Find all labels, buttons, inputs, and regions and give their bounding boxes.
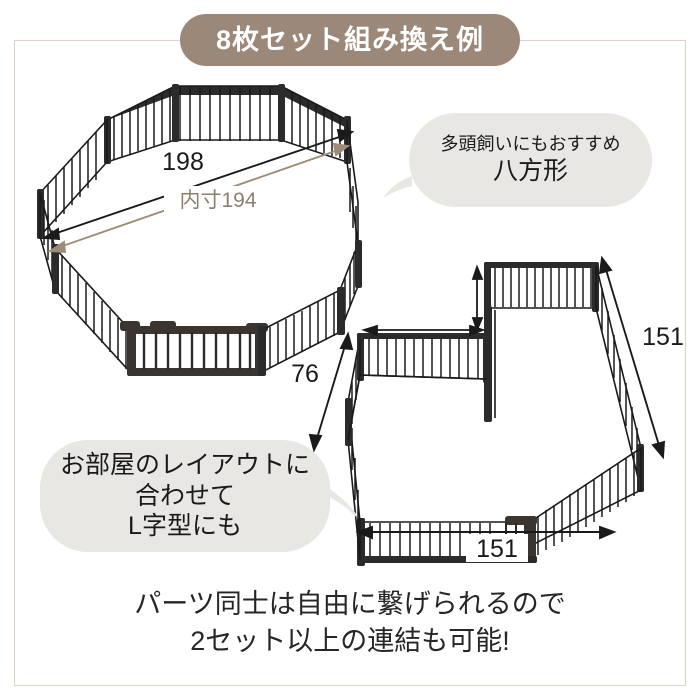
- footer-caption-line1: パーツ同士は自由に繋げられるので: [134, 589, 566, 619]
- dimension-label-151-bottom: 151: [476, 535, 518, 563]
- dimension-label-76: 76: [291, 360, 319, 388]
- dimension-label-inner-194: 内寸194: [179, 189, 256, 212]
- callout-octagon-line1: 多頭飼いにもおすすめ: [440, 134, 621, 155]
- bubble-tail-octagon: [383, 176, 412, 198]
- octagon-pen-drawing: 198 内寸194: [37, 84, 362, 376]
- callout-lshape-line1: お部屋のレイアウトに: [59, 451, 310, 480]
- notch-dimension-arrows: [361, 264, 486, 337]
- dimension-label-151-right: 151: [642, 323, 684, 351]
- footer-caption: パーツ同士は自由に繋げられるので 2セット以上の連結も可能!: [0, 586, 700, 661]
- dimension-151-right: [598, 255, 666, 460]
- footer-caption-line2: 2セット以上の連結も可能!: [190, 626, 510, 657]
- dimension-151-bottom: [355, 525, 617, 540]
- dimension-label-198: 198: [162, 148, 204, 176]
- callout-lshape: お部屋のレイアウトに 合わせて L字型にも: [40, 440, 330, 552]
- l-shape-pen-drawing: 76 151 151: [291, 255, 684, 566]
- dimension-198: [41, 128, 355, 241]
- callout-octagon-line2: 八方形: [492, 156, 568, 185]
- dimension-76: [308, 331, 354, 453]
- callout-lshape-line3: L字型にも: [128, 512, 242, 541]
- callout-lshape-line2: 合わせて: [134, 481, 235, 510]
- title-banner: 8枚セット組み換え例: [180, 14, 520, 66]
- page-title: 8枚セット組み換え例: [215, 24, 485, 55]
- callout-octagon: 多頭飼いにもおすすめ 八方形: [409, 113, 652, 207]
